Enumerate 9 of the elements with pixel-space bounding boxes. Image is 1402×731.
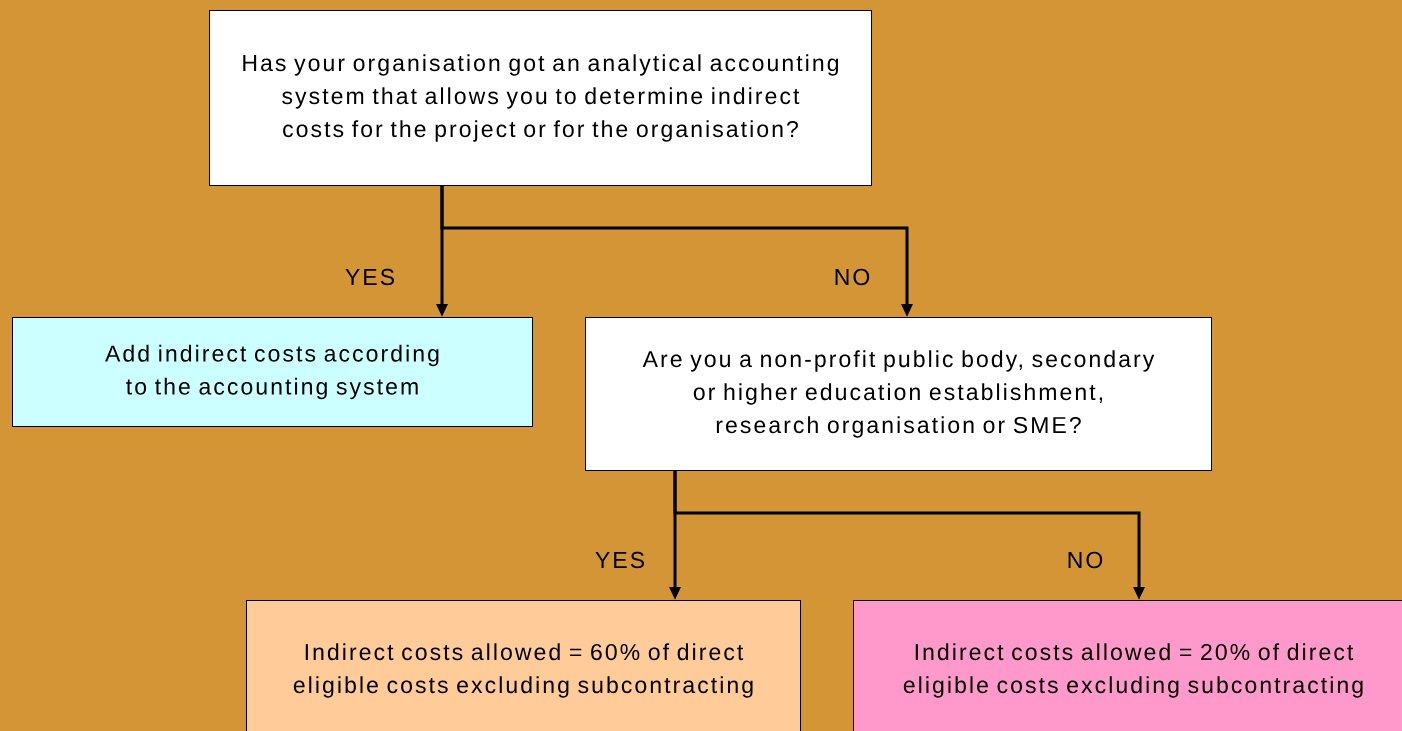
edge-label: NO <box>835 268 870 286</box>
outcome-box: Add indirect costs according to the accounting system <box>12 317 533 427</box>
decision-box: Has your organisation got an analytical accounting system that allows you to determine indirect costs for the project or for the organisation? <box>209 10 872 186</box>
outcome-box: Indirect costs allowed = 20% of direct eligible costs excluding subcontracting <box>853 600 1402 731</box>
decision-box: Are you a non-profit public body, secondary or higher education establishment, research organisation or SME? <box>585 317 1212 471</box>
edge-label: NO <box>1068 551 1103 569</box>
edge-label: YES <box>345 268 394 286</box>
edge-label: YES <box>595 551 644 569</box>
outcome-box: Indirect costs allowed = 60% of direct eligible costs excluding subcontracting <box>246 600 801 731</box>
